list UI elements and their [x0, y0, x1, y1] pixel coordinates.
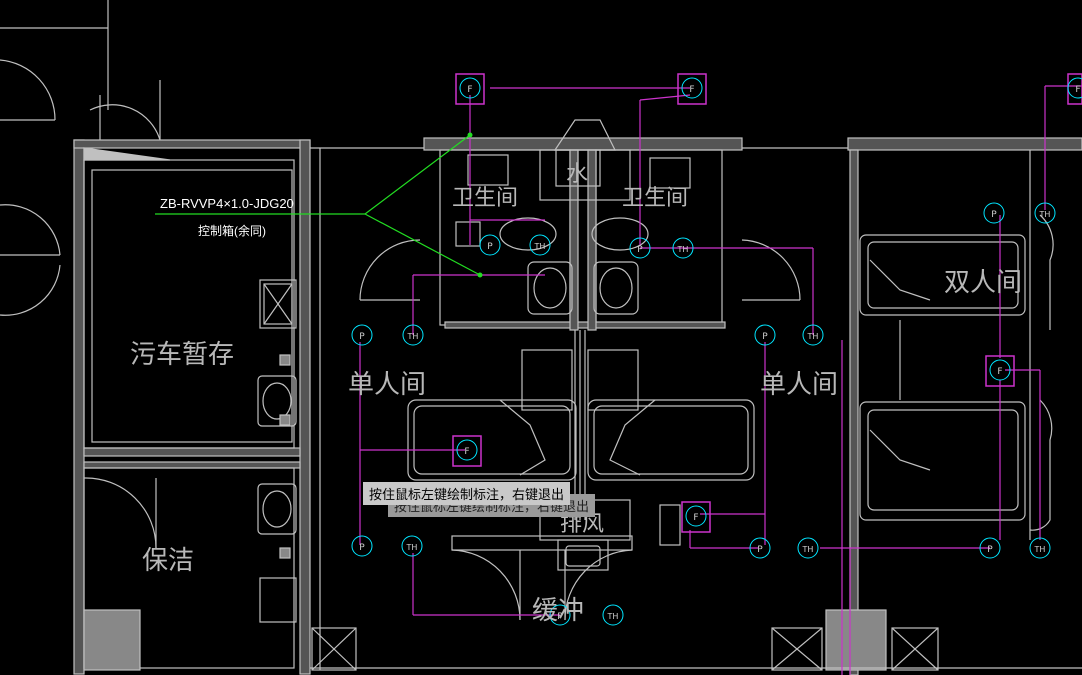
svg-text:TH: TH: [802, 545, 814, 554]
svg-text:TH: TH: [534, 242, 546, 251]
temp-humidity-sensor-icon[interactable]: TH: [1029, 537, 1051, 559]
pressure-sensor-icon[interactable]: P: [749, 537, 771, 559]
svg-text:P: P: [637, 245, 643, 255]
svg-text:P: P: [359, 332, 365, 342]
room-label-water: 水: [566, 162, 589, 187]
cable-annotation: ZB-RVVP4×1.0-JDG20: [160, 196, 294, 211]
svg-text:P: P: [359, 543, 365, 553]
room-label-single-left: 单人间: [348, 370, 427, 400]
svg-text:F: F: [1075, 85, 1080, 95]
temp-humidity-sensor-icon[interactable]: TH: [529, 234, 551, 256]
svg-text:TH: TH: [607, 612, 619, 621]
pressure-sensor-icon[interactable]: P: [479, 234, 501, 256]
svg-text:TH: TH: [407, 332, 419, 341]
pressure-sensor-icon[interactable]: P: [351, 535, 373, 557]
svg-text:F: F: [467, 85, 472, 95]
pressure-sensor-icon[interactable]: P: [549, 604, 571, 626]
command-prompt: 按住鼠标左键绘制标注，右键退出: [363, 482, 571, 505]
room-label-dirty-car: 污车暂存: [130, 340, 235, 370]
fan-icon[interactable]: F: [459, 77, 481, 99]
temp-humidity-sensor-icon[interactable]: TH: [602, 604, 624, 626]
svg-text:TH: TH: [1034, 545, 1046, 554]
svg-text:P: P: [487, 242, 493, 252]
temp-humidity-sensor-icon[interactable]: TH: [1034, 202, 1056, 224]
svg-text:TH: TH: [807, 332, 819, 341]
svg-text:P: P: [991, 210, 997, 220]
fan-icon[interactable]: F: [989, 359, 1011, 381]
svg-text:P: P: [987, 545, 993, 555]
room-label-single-right: 单人间: [760, 370, 839, 400]
fan-icon[interactable]: F: [1067, 77, 1082, 99]
temp-humidity-sensor-icon[interactable]: TH: [802, 324, 824, 346]
pressure-sensor-icon[interactable]: P: [754, 324, 776, 346]
svg-text:F: F: [464, 447, 469, 457]
svg-text:P: P: [762, 332, 768, 342]
temp-humidity-sensor-icon[interactable]: TH: [797, 537, 819, 559]
svg-text:TH: TH: [677, 245, 689, 254]
svg-text:TH: TH: [1039, 210, 1051, 219]
fan-icon[interactable]: F: [456, 439, 478, 461]
temp-humidity-sensor-icon[interactable]: TH: [401, 535, 423, 557]
svg-text:F: F: [693, 513, 698, 523]
svg-text:F: F: [997, 367, 1002, 377]
svg-text:P: P: [557, 612, 563, 622]
svg-text:P: P: [757, 545, 763, 555]
control-box-annotation: 控制箱(余同): [198, 224, 266, 238]
pressure-sensor-icon[interactable]: P: [979, 537, 1001, 559]
pressure-sensor-icon[interactable]: P: [351, 324, 373, 346]
room-label-double: 双人间: [944, 268, 1023, 298]
pressure-sensor-icon[interactable]: P: [629, 237, 651, 259]
fan-icon[interactable]: F: [681, 77, 703, 99]
svg-text:F: F: [689, 85, 694, 95]
svg-text:TH: TH: [406, 543, 418, 552]
fan-icon[interactable]: F: [685, 505, 707, 527]
room-label-cleaning: 保洁: [142, 546, 195, 576]
room-label-buffer: 缓冲: [532, 596, 585, 626]
temp-humidity-sensor-icon[interactable]: TH: [672, 237, 694, 259]
temp-humidity-sensor-icon[interactable]: TH: [402, 324, 424, 346]
room-label-toilet-left: 卫生间: [452, 186, 519, 211]
pressure-sensor-icon[interactable]: P: [983, 202, 1005, 224]
room-label-toilet-right: 卫生间: [622, 186, 689, 211]
